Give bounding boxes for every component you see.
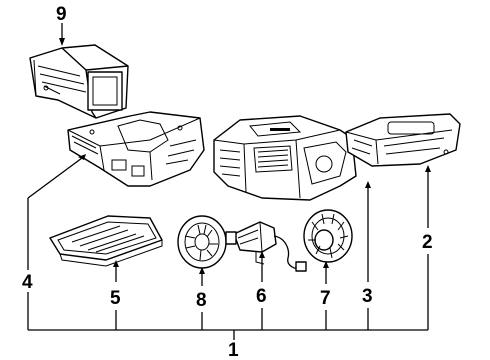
callout-6: 6 [256,286,267,307]
callout-8: 8 [196,290,207,311]
callout-7: 7 [320,288,331,309]
part-6-blower-motor [225,221,307,272]
part-7-blower-wheel [303,209,353,263]
callout-4: 4 [22,272,33,293]
part-3-heater-case [213,115,357,201]
callout-3: 3 [362,286,373,307]
leader-lines [27,23,431,340]
callout-9: 9 [56,4,67,25]
part-4-lower-case [67,111,205,187]
part-8-blower-fan [177,215,227,269]
part-9-intake-duct [29,44,129,119]
part-2-upper-duct [345,113,461,167]
part-5-cover-plate [49,215,163,267]
callout-labels: 9 4 5 8 6 7 3 2 1 [22,4,433,360]
callout-2: 2 [422,232,433,253]
callout-1: 1 [228,340,239,360]
callout-5: 5 [110,288,121,309]
